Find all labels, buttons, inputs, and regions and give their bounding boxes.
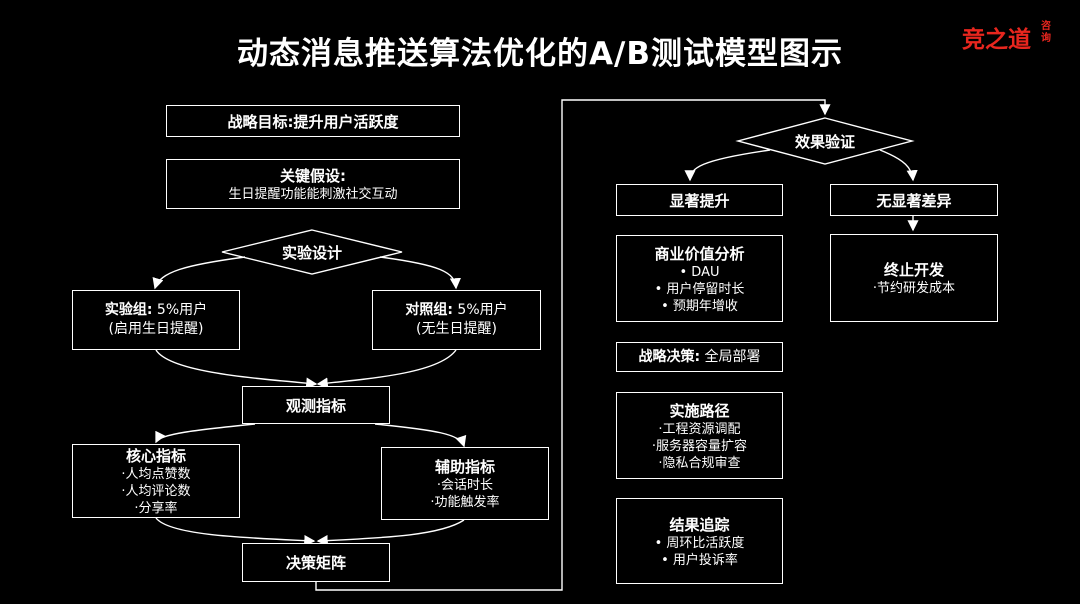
strategy-box: 战略决策: 全局部署 — [616, 342, 783, 372]
logo-main: 竞之道 — [962, 27, 1031, 53]
arrow-verify-to-nosig — [879, 149, 918, 182]
observe-text: 观测指标 — [285, 396, 346, 415]
control-box: 对照组: 5%用户 (无生日提醒) — [372, 290, 541, 350]
decision-text: 决策矩阵 — [285, 554, 346, 572]
arrow-experiment-to-observe — [155, 349, 318, 389]
aux-metrics-box: 辅助指标 ·会话时长 ·功能触发率 — [381, 447, 549, 520]
nosig-box: 无显著差异 — [830, 184, 998, 216]
arrow-design-to-control — [379, 256, 461, 290]
biz-item: • DAU — [679, 264, 720, 280]
aux-item: ·会话时长 — [436, 478, 494, 493]
design-label: 实验设计 — [281, 244, 342, 262]
hypothesis-box: 关键假设: 生日提醒功能能刺激社交互动 — [166, 159, 460, 209]
arrow-observe-to-core — [155, 423, 256, 444]
observe-box: 观测指标 — [242, 386, 390, 424]
arrow-verify-to-significant — [684, 149, 771, 182]
core-item: ·人均点赞数 — [121, 467, 191, 482]
significant-box: 显著提升 — [616, 184, 783, 216]
arrow-control-to-observe — [316, 349, 457, 389]
experiment-box: 实验组: 5%用户 (启用生日提醒) — [72, 290, 240, 350]
stop-box: 终止开发 ·节约研发成本 — [830, 234, 998, 322]
hypothesis-text: 生日提醒功能能刺激社交互动 — [228, 187, 398, 202]
arrow-design-to-experiment — [152, 256, 246, 290]
path-item: ·服务器容量扩容 — [651, 438, 748, 454]
arrow-aux-to-decision — [316, 519, 465, 547]
biz-item: • 用户停留时长 — [654, 281, 745, 297]
verify-label: 效果验证 — [794, 133, 855, 151]
track-item: • 用户投诉率 — [661, 552, 738, 568]
logo-sub: 咨询 — [1041, 21, 1051, 44]
core-item: ·人均评论数 — [121, 484, 191, 499]
path-box: 实施路径 ·工程资源调配 ·服务器容量扩容 ·隐私合规审查 — [616, 392, 783, 479]
control-label: 对照组: — [405, 302, 453, 318]
significant-text: 显著提升 — [669, 191, 730, 210]
aux-title: 辅助指标 — [434, 458, 495, 476]
goal-text: 战略目标:提升用户活跃度 — [227, 112, 399, 131]
core-metrics-box: 核心指标 ·人均点赞数 ·人均评论数 ·分享率 — [72, 444, 240, 518]
strategy-text: 全局部署 — [700, 348, 761, 365]
path-item: ·工程资源调配 — [658, 421, 741, 437]
strategy-label: 战略决策: — [638, 348, 701, 365]
biz-value-box: 商业价值分析 • DAU • 用户停留时长 • 预期年增收 — [616, 235, 783, 322]
hypothesis-title: 关键假设: — [280, 167, 346, 185]
biz-item: • 预期年增收 — [661, 298, 738, 314]
arrow-core-to-decision — [155, 517, 316, 547]
tracking-box: 结果追踪 • 周环比活跃度 • 用户投诉率 — [616, 498, 783, 584]
control-note: (无生日提醒) — [416, 321, 497, 337]
path-item: ·隐私合规审查 — [658, 455, 741, 471]
nosig-text: 无显著差异 — [876, 191, 952, 210]
goal-box: 战略目标:提升用户活跃度 — [166, 105, 460, 137]
experiment-note: (启用生日提醒) — [108, 321, 204, 337]
track-title: 结果追踪 — [669, 515, 730, 534]
arrow-decision-to-verify — [315, 99, 831, 591]
design-diamond — [221, 229, 403, 275]
aux-item: ·功能触发率 — [430, 495, 500, 510]
core-title: 核心指标 — [125, 447, 186, 465]
decision-box: 决策矩阵 — [242, 543, 390, 582]
brand-logo: 竞之道 咨询 — [962, 20, 1058, 54]
path-title: 实施路径 — [669, 401, 730, 420]
stop-title: 终止开发 — [883, 261, 944, 279]
arrow-observe-to-aux — [374, 423, 467, 448]
experiment-pct: 5%用户 — [152, 302, 208, 318]
experiment-label: 实验组: — [104, 302, 153, 318]
stop-item: ·节约研发成本 — [872, 281, 956, 296]
track-item: • 周环比活跃度 — [654, 535, 745, 551]
control-pct: 5%用户 — [452, 302, 508, 318]
biz-title: 商业价值分析 — [654, 244, 745, 263]
page-title: 动态消息推送算法优化的A/B测试模型图示 — [237, 36, 843, 72]
core-item: ·分享率 — [134, 501, 178, 516]
verify-diamond — [735, 117, 915, 165]
